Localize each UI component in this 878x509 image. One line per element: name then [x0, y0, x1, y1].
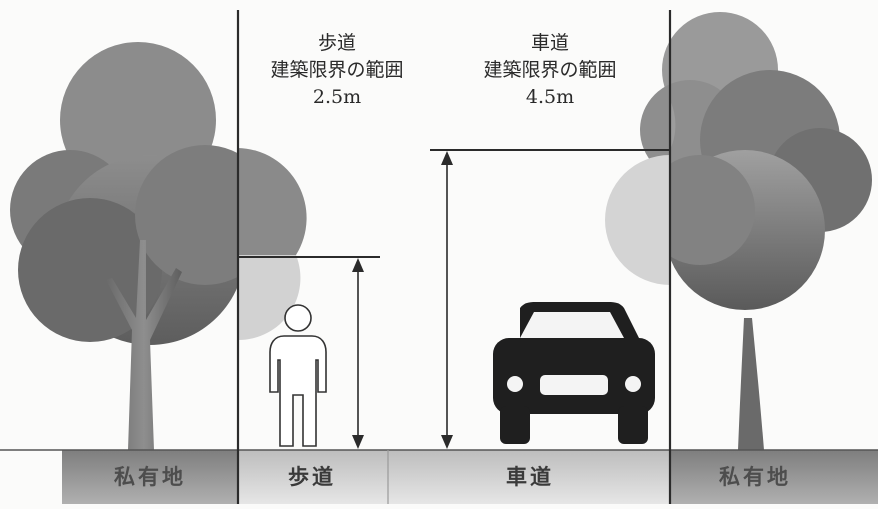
person-icon	[269, 304, 327, 447]
sidewalk-caption: 歩道 建築限界の範囲 2.5m	[262, 30, 412, 111]
sidewalk-caption-title: 歩道	[317, 32, 356, 54]
ground-label-sidewalk: 歩道	[288, 464, 336, 489]
right-tree-icon	[640, 12, 872, 450]
ground-label-right-private: 私有地	[719, 464, 791, 489]
left-tree-icon	[10, 42, 275, 450]
ground-label-roadway: 車道	[506, 464, 554, 489]
ground-band	[0, 449, 878, 504]
sidewalk-clearance-marker	[238, 256, 380, 449]
roadway-clearance-marker	[430, 149, 670, 449]
sidewalk-caption-clearance: 2.5m	[312, 86, 362, 108]
roadway-caption-clearance: 4.5m	[525, 86, 575, 108]
sidewalk-caption-subtitle: 建築限界の範囲	[270, 59, 404, 81]
car-icon	[493, 302, 655, 444]
right-tree-overhang	[605, 100, 676, 285]
roadway-caption-title: 車道	[530, 32, 569, 54]
roadway-caption: 車道 建築限界の範囲 4.5m	[475, 30, 625, 111]
ground-label-left-private: 私有地	[114, 464, 186, 489]
roadway-caption-subtitle: 建築限界の範囲	[483, 59, 617, 81]
